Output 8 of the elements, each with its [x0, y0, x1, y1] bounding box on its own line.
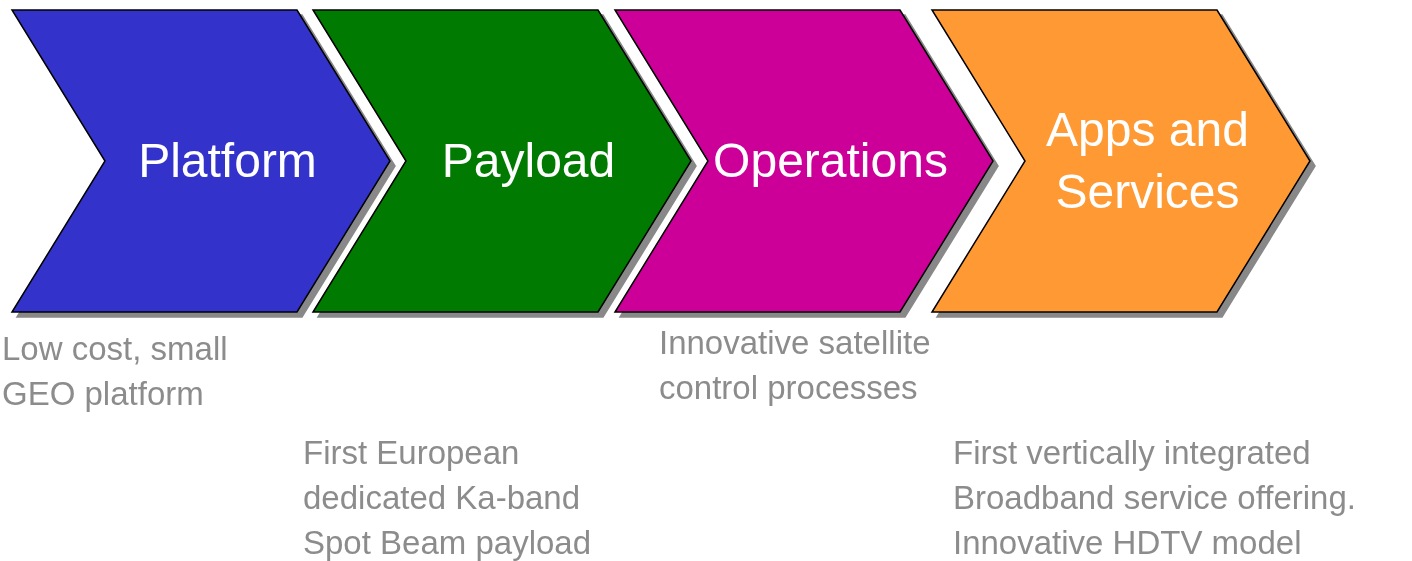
step-description: Innovative satellite control processes: [659, 323, 932, 408]
step-label: Operations: [712, 133, 949, 189]
step-label: Payload: [440, 133, 617, 189]
step-description: First vertically integrated Broadband service offering. Innovative HDTV model: [953, 433, 1357, 561]
step-label: Platform: [137, 133, 318, 189]
step-label: Apps and Services: [1045, 102, 1250, 220]
step-description: Low cost, small GEO platform: [2, 329, 229, 414]
step-description: First European dedicated Ka-band Spot Beam payload: [303, 433, 593, 561]
